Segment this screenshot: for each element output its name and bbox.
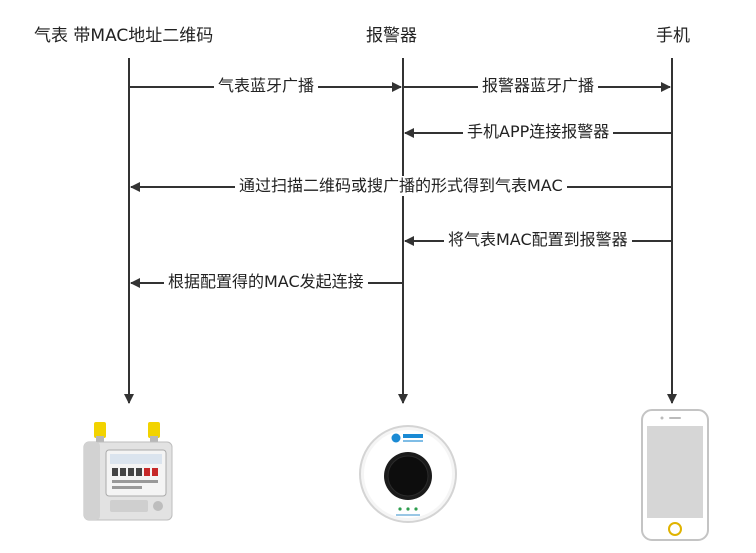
message-label-meter-broadcast: 气表蓝牙广播 bbox=[214, 76, 319, 96]
alarm-device-icon bbox=[359, 425, 457, 523]
participant-label-alarm: 报警器 bbox=[366, 26, 417, 46]
message-label-config-mac: 将气表MAC配置到报警器 bbox=[444, 230, 632, 250]
participant-label-phone: 手机 bbox=[656, 26, 690, 46]
gas-meter-icon bbox=[83, 422, 173, 521]
message-label-app-connect: 手机APP连接报警器 bbox=[463, 122, 614, 142]
message-label-get-mac: 通过扫描二维码或搜广播的形式得到气表MAC bbox=[235, 176, 567, 196]
phone-icon bbox=[641, 409, 709, 541]
message-label-alarm-broadcast: 报警器蓝牙广播 bbox=[478, 76, 599, 96]
message-label-connect-by-mac: 根据配置得的MAC发起连接 bbox=[164, 272, 368, 292]
participant-label-meter: 气表 带MAC地址二维码 bbox=[34, 26, 214, 46]
